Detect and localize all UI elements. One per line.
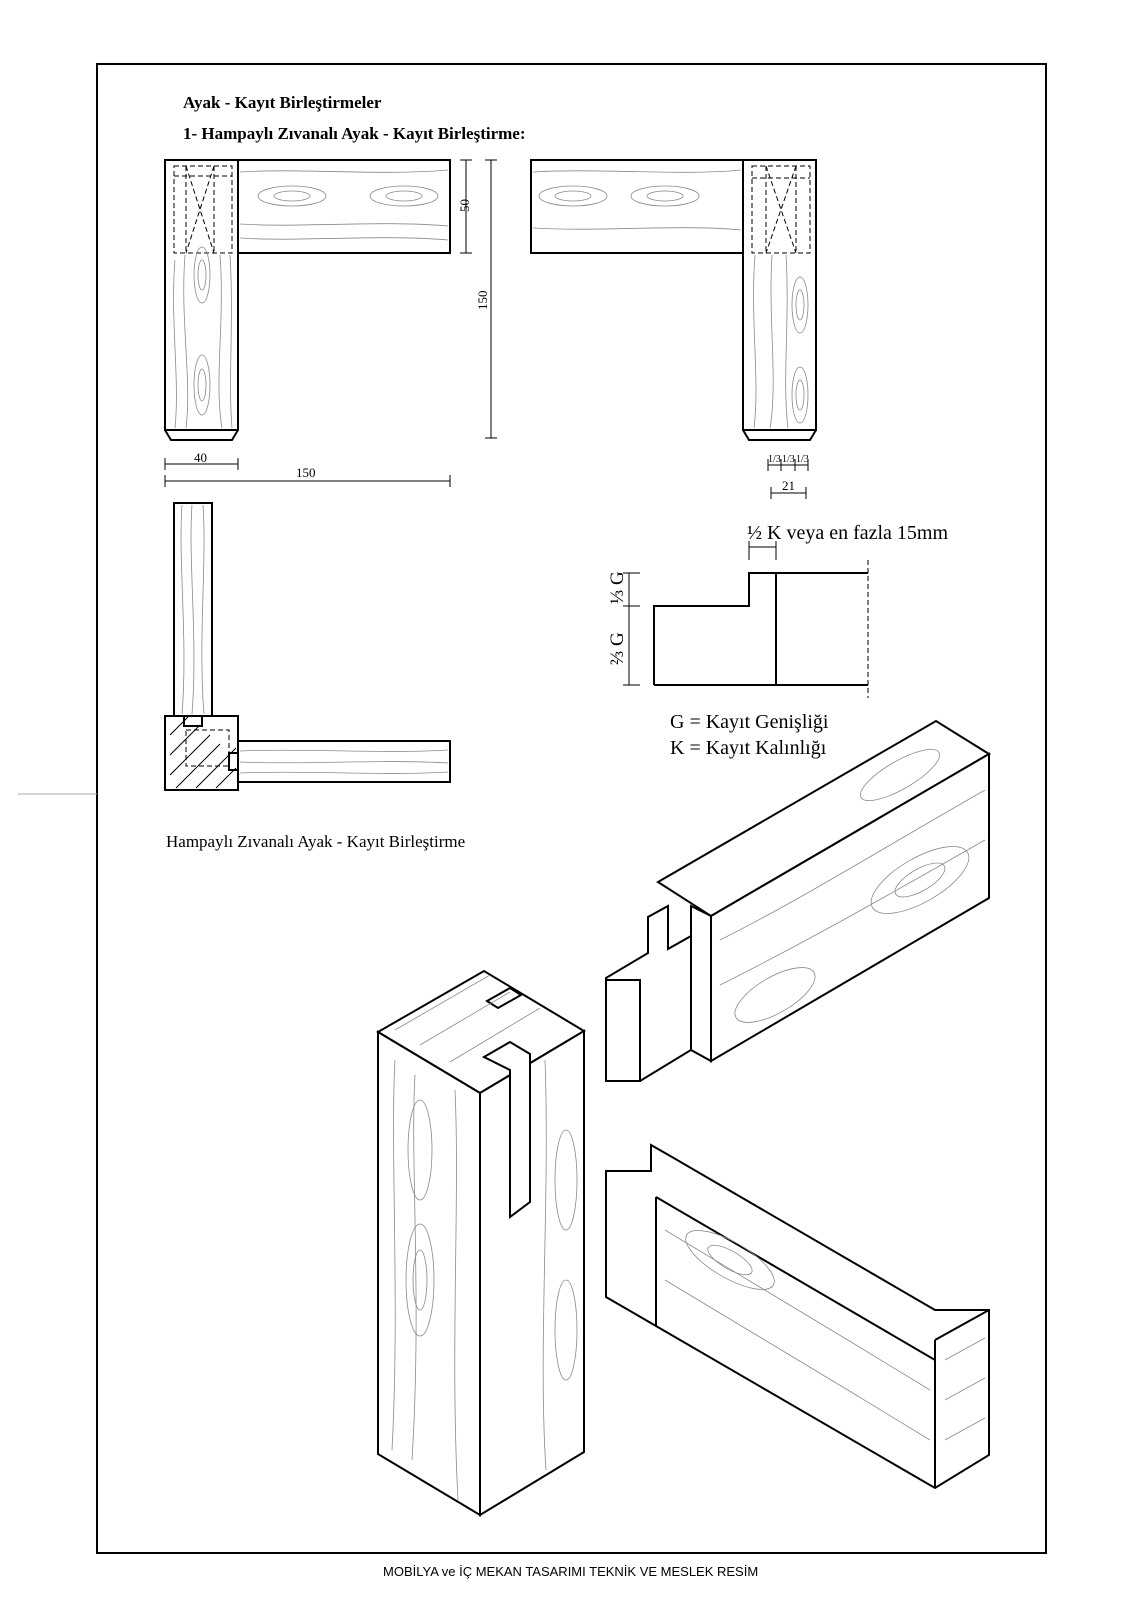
section-view (164, 502, 451, 791)
dim-tenon-total: 21 (782, 478, 795, 493)
front-dimensions: 50 150 40 150 (164, 159, 497, 487)
page-border (96, 63, 1047, 1554)
iso-rail-lower (605, 1143, 990, 1490)
haunch-lower-ratio: ⅔ G (607, 632, 628, 665)
page-footer: MOBİLYA ve İÇ MEKAN TASARIMI TEKNİK VE M… (383, 1564, 759, 1579)
dim-total-height: 150 (475, 291, 490, 311)
front-view (164, 159, 451, 441)
dim-rail-height: 50 (457, 199, 472, 212)
legend-g-definition: G = Kayıt Genişliği (670, 711, 829, 733)
haunch-top-note: ½ K veya en fazla 15mm (747, 522, 948, 544)
side-view (530, 159, 817, 441)
section-caption: Hampaylı Zıvanalı Ayak - Kayıt Birleştir… (166, 832, 466, 851)
haunch-upper-ratio: ⅓ G (607, 571, 628, 604)
dim-total-width: 150 (296, 465, 316, 480)
dim-third-a: 1/3 (768, 454, 781, 465)
subsection-title: 1- Hampaylı Zıvanalı Ayak - Kayıt Birleş… (183, 124, 526, 143)
iso-leg (376, 969, 586, 1517)
dim-third-c: 1/3 (796, 454, 809, 465)
iso-rail-upper (605, 719, 991, 1082)
dim-leg-width: 40 (194, 450, 207, 465)
dim-third-b: 1/3 (782, 454, 795, 465)
haunch-detail: ½ K veya en fazla 15mm ⅓ G ⅔ G (607, 522, 948, 698)
legend-k-definition: K = Kayıt Kalınlığı (670, 737, 827, 759)
side-dimensions: 1/3 1/3 1/3 21 (767, 454, 809, 499)
section-title: Ayak - Kayıt Birleştirmeler (183, 93, 382, 112)
